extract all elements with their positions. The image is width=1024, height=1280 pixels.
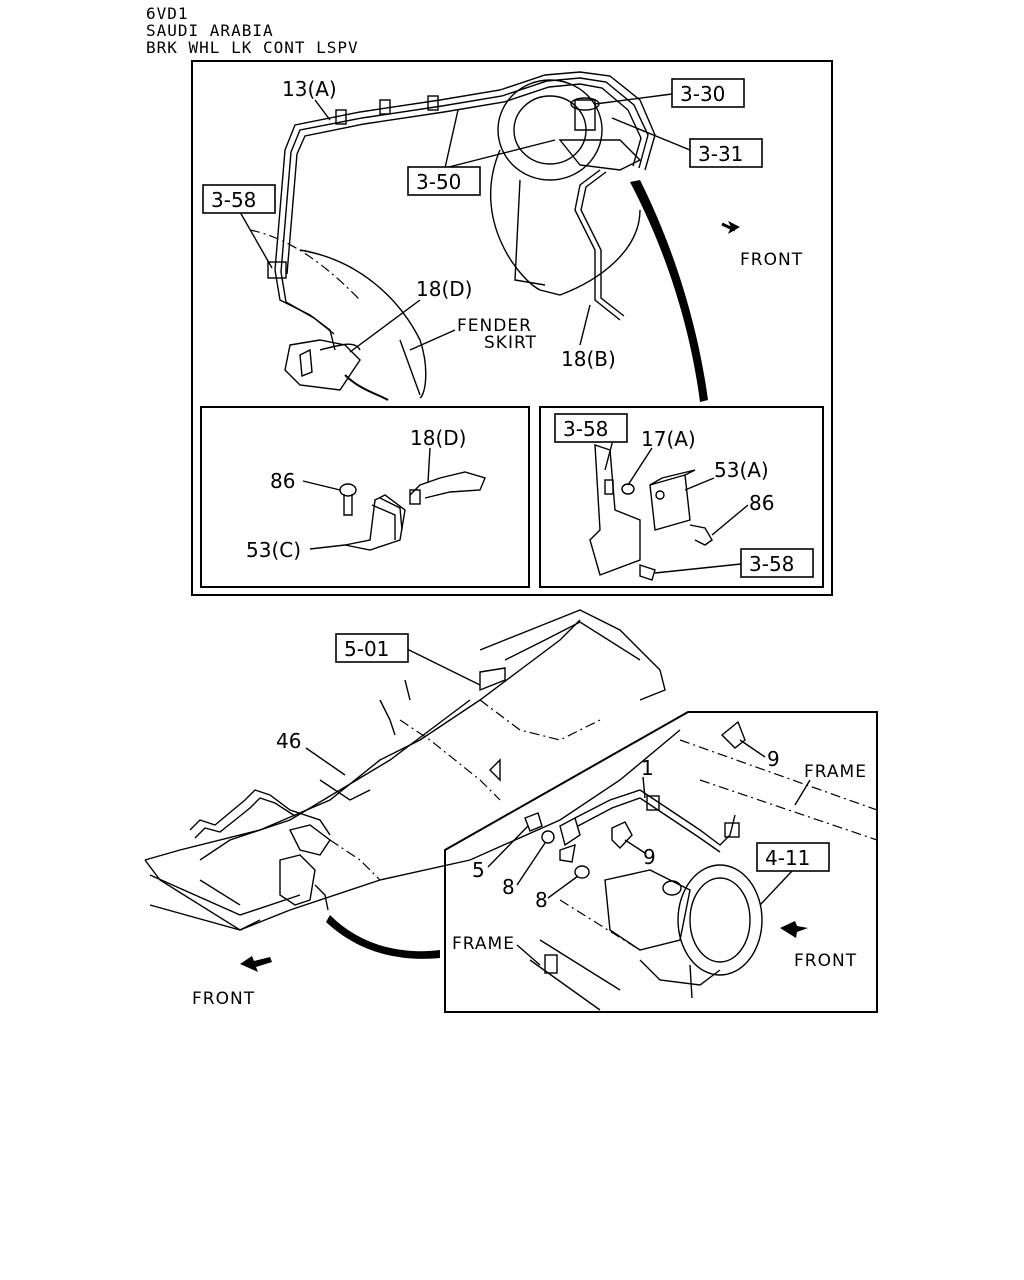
callout-8a: 8 [502, 875, 515, 899]
leader-18d [349, 299, 421, 353]
callout-4-11: 4-11 [765, 846, 810, 870]
callout-3-58-inset-a: 3-58 [563, 417, 608, 441]
skirt-label: SKIRT [484, 333, 537, 353]
callout-box-5-01 [335, 633, 409, 663]
leader-53c [309, 544, 346, 550]
leader-frame-2 [516, 944, 541, 966]
leader-frame-1 [794, 779, 811, 806]
callout-box-4-11 [756, 842, 830, 872]
lspv-valve-drawing [284, 339, 389, 401]
brake-booster-drawing [489, 79, 642, 296]
callout-8b: 8 [535, 888, 548, 912]
detail-booster-drawing [544, 864, 763, 999]
fender-skirt-drawing [249, 229, 427, 399]
callout-5-01: 5-01 [344, 637, 389, 661]
leader-4-11 [759, 869, 794, 906]
block-53a-drawing [649, 469, 696, 531]
detail-hose-drawing [559, 789, 740, 863]
callout-18d: 18(D) [416, 277, 472, 301]
callout-box-3-58-inset-a [554, 413, 628, 443]
callout-53a: 53(A) [714, 458, 769, 482]
market-region: SAUDI ARABIA [146, 21, 274, 40]
inset-left-frame [200, 406, 530, 588]
leader-1 [642, 776, 646, 799]
front-arrow-chassis-icon [240, 956, 272, 972]
front-arrow-shaft [721, 222, 736, 232]
callout-86-left: 86 [270, 469, 295, 493]
callout-18d-inset: 18(D) [410, 426, 466, 450]
callout-9-mid: 9 [643, 845, 656, 869]
leader-3-30 [594, 93, 673, 105]
callout-box-3-50 [407, 166, 481, 196]
detail-fittings-drawing [524, 720, 746, 879]
callout-5: 5 [472, 858, 485, 882]
callout-box-3-58 [202, 184, 276, 214]
callout-box-3-30 [671, 78, 745, 108]
callout-3-58: 3-58 [211, 188, 256, 212]
leader-8a [516, 842, 546, 886]
assembly-title: BRK WHL LK CONT LSPV [146, 38, 359, 57]
leader-fender [409, 329, 456, 351]
leader-9-top [739, 739, 766, 758]
callout-13a: 13(A) [282, 77, 337, 101]
leader-3-50a [444, 109, 459, 169]
callout-3-50: 3-50 [416, 170, 461, 194]
bolt-86-right-drawing [639, 524, 713, 581]
chassis-pointer-arrow [326, 915, 440, 959]
chassis-frame-drawing [144, 609, 681, 931]
callout-3-30: 3-30 [680, 82, 725, 106]
leader-9-mid [624, 839, 646, 854]
frame-label-right: FRAME [804, 762, 867, 782]
leader-17a [627, 447, 653, 486]
callout-3-31: 3-31 [698, 142, 743, 166]
leader-3-31 [611, 117, 691, 151]
brake-pipe-routing [267, 71, 656, 351]
leader-18d-inset [427, 447, 431, 483]
leader-46 [305, 747, 346, 776]
front-arrow-icon [728, 221, 740, 234]
front-label-top: FRONT [740, 250, 803, 270]
callout-1: 1 [641, 756, 654, 780]
callout-86-right: 86 [749, 491, 774, 515]
inset-right-frame [539, 406, 824, 588]
leader-3-58-inset-b [654, 563, 742, 574]
chassis-brake-lines-drawing [189, 789, 331, 911]
top-diagram-frame [191, 60, 833, 596]
leader-8b [547, 875, 579, 899]
callout-9-top: 9 [767, 747, 780, 771]
leader-5 [487, 825, 529, 868]
detail-frame-rail-drawing [529, 739, 878, 1011]
callout-box-3-58-inset-b [740, 548, 814, 578]
callout-53c: 53(C) [246, 538, 301, 562]
leader-5-01 [406, 648, 481, 686]
frame-label-left: FRAME [452, 934, 515, 954]
front-label-detail: FRONT [794, 951, 857, 971]
leader-53a [684, 477, 715, 491]
callout-3-58-inset-b: 3-58 [749, 552, 794, 576]
leader-86-right [711, 504, 749, 536]
leader-3-50b [444, 139, 556, 169]
callout-18b: 18(B) [561, 347, 616, 371]
leader-13a [314, 99, 331, 121]
callout-46: 46 [276, 729, 301, 753]
callout-17a: 17(A) [641, 427, 696, 451]
leader-18b [579, 304, 591, 346]
bolt-86-left-drawing [339, 483, 357, 516]
leader-3-58-inset-a [604, 439, 614, 471]
front-label-chassis: FRONT [192, 989, 255, 1009]
leader-86-left [302, 480, 341, 491]
bracket-53c-drawing [344, 471, 486, 551]
callout-box-3-31 [689, 138, 763, 168]
front-arrow-detail-icon [780, 921, 808, 938]
detail-frame [444, 711, 878, 1013]
frame-bracket-drawing [589, 444, 641, 576]
detail-pointer-arrow [630, 180, 708, 402]
fender-label: FENDER [457, 316, 532, 336]
model-code: 6VD1 [146, 4, 189, 23]
leader-3-58 [239, 211, 273, 269]
